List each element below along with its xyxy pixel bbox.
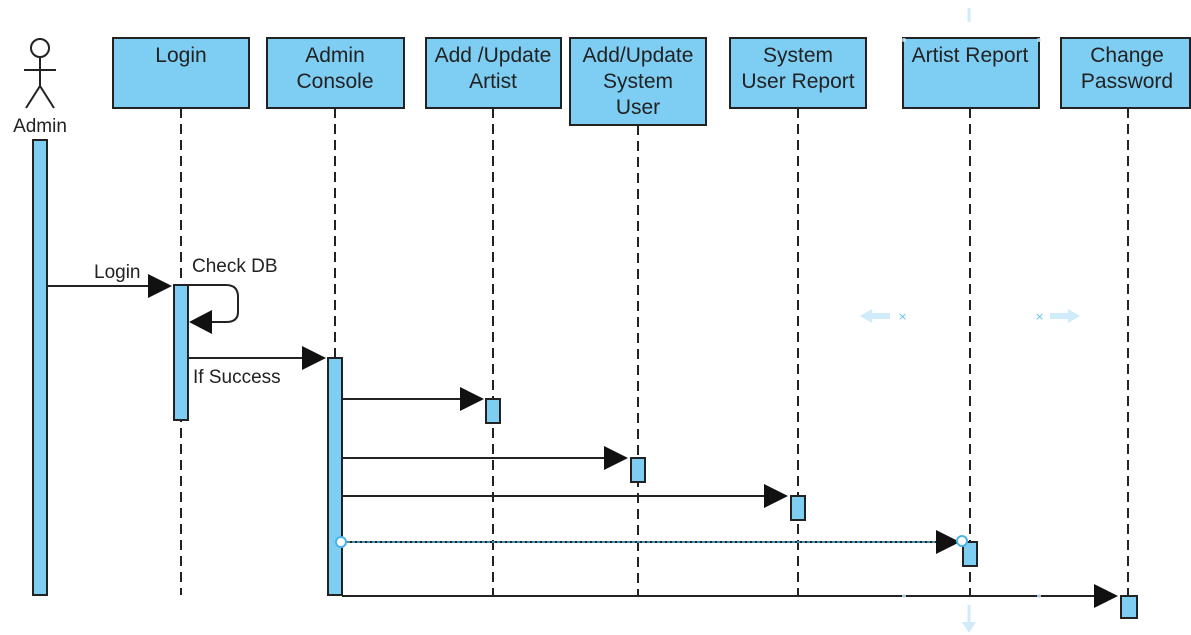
arrowhead-icon — [189, 310, 212, 334]
message-check-db[interactable]: Check DB — [188, 256, 278, 334]
lifeline-label-line: Artist — [469, 70, 517, 93]
message-to-add-update-artist[interactable] — [342, 387, 484, 411]
change-password-activation-bar[interactable] — [1120, 595, 1138, 619]
selection-handle-start[interactable] — [335, 536, 347, 548]
actor-activation-bar[interactable] — [32, 139, 48, 596]
admin-console-activation-bar[interactable] — [327, 357, 343, 596]
lifeline-label-line: User Report — [741, 70, 854, 93]
arrowhead-icon — [460, 387, 484, 411]
lifeline-box[interactable] — [112, 37, 250, 109]
lifeline-box[interactable] — [569, 37, 707, 126]
lifeline-label-line: Admin — [305, 44, 365, 67]
lifeline-label-line: Console — [296, 70, 373, 93]
admin-actor[interactable]: Admin — [13, 38, 67, 137]
message-to-change-password[interactable] — [342, 584, 1118, 608]
lifeline-label-line: Add /Update — [435, 44, 552, 67]
message-login[interactable]: Login — [48, 262, 172, 298]
lifeline-label-line: Login — [155, 44, 206, 67]
lifeline-change-password[interactable]: Change Password — [1060, 37, 1191, 595]
lifeline-label-line: Change — [1090, 44, 1164, 67]
add-update-artist-activation-bar[interactable] — [485, 398, 501, 424]
lifeline-add-update-artist[interactable]: Add /Update Artist — [425, 37, 562, 595]
login-activation-bar[interactable] — [173, 284, 189, 421]
lifeline-box[interactable] — [729, 37, 867, 109]
lifeline-label-line: Password — [1081, 70, 1173, 93]
actor-label: Admin — [13, 116, 67, 137]
actor-leg-right — [39, 85, 55, 109]
actor-head — [30, 38, 50, 58]
guide-dot — [902, 38, 906, 42]
arrowhead-icon — [1094, 584, 1118, 608]
lifeline-label-line: User — [616, 96, 660, 119]
arrowhead-icon — [936, 530, 960, 554]
message-label: Check DB — [192, 256, 278, 277]
arrowhead-icon — [764, 484, 788, 508]
message-if-success[interactable]: If Success — [188, 346, 326, 388]
lifeline-box[interactable] — [902, 37, 1040, 109]
lifeline-label-line: System — [603, 70, 673, 93]
message-to-artist-report[interactable] — [335, 530, 968, 554]
arrowhead-icon — [148, 274, 172, 298]
guide-dot — [902, 594, 906, 598]
lifeline-system-user-report[interactable]: System User Report — [729, 37, 867, 595]
resize-arrow-right-icon[interactable] — [1050, 309, 1080, 323]
selection-handle-end[interactable] — [956, 535, 968, 547]
resize-anchor-right-icon: × — [1035, 310, 1044, 323]
lifeline-label-line: Artist Report — [912, 44, 1029, 67]
self-message-loop — [188, 284, 239, 323]
add-update-system-user-activation-bar[interactable] — [630, 457, 646, 483]
resize-anchor-left-icon: × — [898, 310, 907, 323]
lifeline-box[interactable] — [1060, 37, 1191, 109]
artist-report-activation-bar[interactable] — [962, 541, 978, 567]
lifeline-artist-report[interactable]: Artist Report — [902, 37, 1040, 595]
resize-arrow-left-icon[interactable] — [860, 309, 890, 323]
lifeline-label-line: Add/Update — [583, 44, 694, 67]
message-label: Login — [94, 262, 141, 283]
actor-leg-left — [25, 85, 41, 109]
message-to-system-user-report[interactable] — [342, 484, 788, 508]
guide-dot — [1037, 38, 1041, 42]
message-label: If Success — [193, 367, 281, 388]
arrowhead-icon — [302, 346, 326, 370]
system-user-report-activation-bar[interactable] — [790, 495, 806, 521]
guide-dot — [1037, 594, 1041, 598]
lifeline-add-update-system-user[interactable]: Add/Update System User — [569, 37, 707, 595]
lifeline-label-line: System — [763, 44, 833, 67]
lifeline-box[interactable] — [266, 37, 405, 109]
resize-arrow-down-icon[interactable] — [962, 622, 976, 633]
arrowhead-icon — [604, 446, 628, 470]
message-to-add-update-system-user[interactable] — [342, 446, 628, 470]
resize-guides: × × — [860, 8, 1080, 633]
